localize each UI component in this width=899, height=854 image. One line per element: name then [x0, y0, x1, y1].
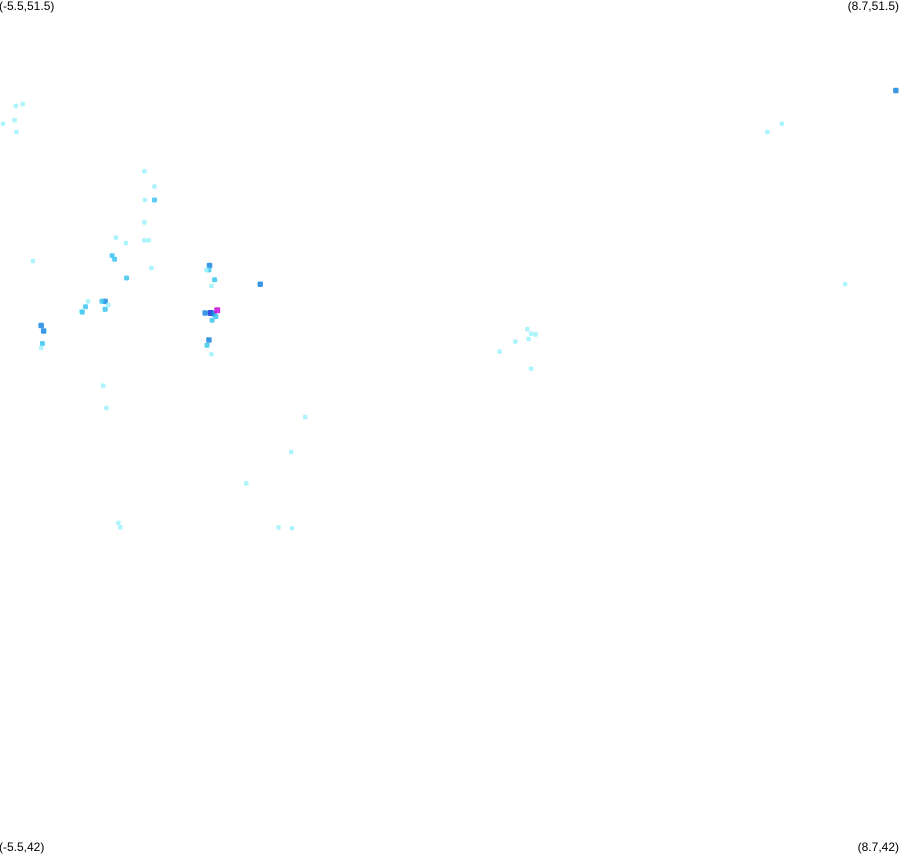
data-point: [302, 414, 308, 420]
data-point: [39, 341, 45, 346]
data-point: [513, 339, 518, 344]
data-point: [99, 298, 105, 304]
data-point: [30, 258, 36, 264]
data-point: [206, 262, 213, 269]
data-point: [213, 314, 219, 320]
corner-label-top-right: (8.7,51.5): [847, 0, 899, 13]
data-point: [100, 383, 106, 388]
data-point: [202, 310, 208, 316]
data-point: [112, 256, 118, 262]
data-point: [104, 405, 109, 411]
data-point: [85, 299, 91, 304]
data-point: [244, 481, 249, 486]
data-point: [38, 345, 44, 351]
data-point: [102, 306, 108, 312]
data-point: [142, 197, 148, 203]
data-point: [40, 328, 47, 334]
data-point: [204, 342, 210, 348]
data-point: [525, 326, 530, 332]
data-point: [528, 366, 534, 371]
data-point: [842, 282, 848, 287]
corner-label-top-left: (-5.5,51.5): [0, 0, 55, 13]
data-point: [289, 449, 294, 455]
data-point: [118, 525, 123, 530]
data-point: [14, 129, 19, 135]
data-point: [214, 307, 221, 314]
data-point: [206, 337, 212, 343]
data-point: [204, 267, 209, 273]
data-point: [212, 277, 218, 283]
data-point: [152, 197, 157, 203]
data-points-layer: [0, 87, 899, 531]
data-point: [209, 283, 214, 289]
data-point: [83, 304, 88, 310]
corner-label-bottom-left: (-5.5,42): [0, 840, 45, 854]
data-point: [257, 281, 263, 287]
data-point: [12, 117, 17, 123]
data-point: [497, 349, 502, 354]
data-point: [20, 101, 25, 107]
data-point: [79, 309, 85, 315]
data-point: [146, 238, 151, 243]
data-point: [116, 520, 121, 526]
data-point: [113, 235, 119, 240]
data-point: [142, 238, 147, 243]
data-point: [142, 169, 147, 174]
data-point: [142, 220, 147, 225]
data-point: [289, 526, 295, 531]
data-point: [38, 322, 44, 329]
data-point: [13, 103, 19, 109]
data-point: [765, 129, 770, 135]
data-point: [528, 331, 534, 336]
data-point: [533, 332, 538, 337]
data-point: [123, 240, 129, 246]
data-point: [124, 275, 130, 281]
data-point: [106, 302, 111, 308]
data-point: [893, 87, 899, 94]
data-point: [779, 121, 785, 126]
data-point: [276, 525, 281, 530]
data-point: [152, 184, 157, 189]
data-point: [209, 352, 214, 357]
data-point: [209, 317, 215, 323]
corner-label-bottom-right: (8.7,42): [857, 840, 899, 854]
data-point: [0, 121, 6, 126]
data-point: [149, 265, 154, 271]
data-point: [526, 336, 531, 342]
